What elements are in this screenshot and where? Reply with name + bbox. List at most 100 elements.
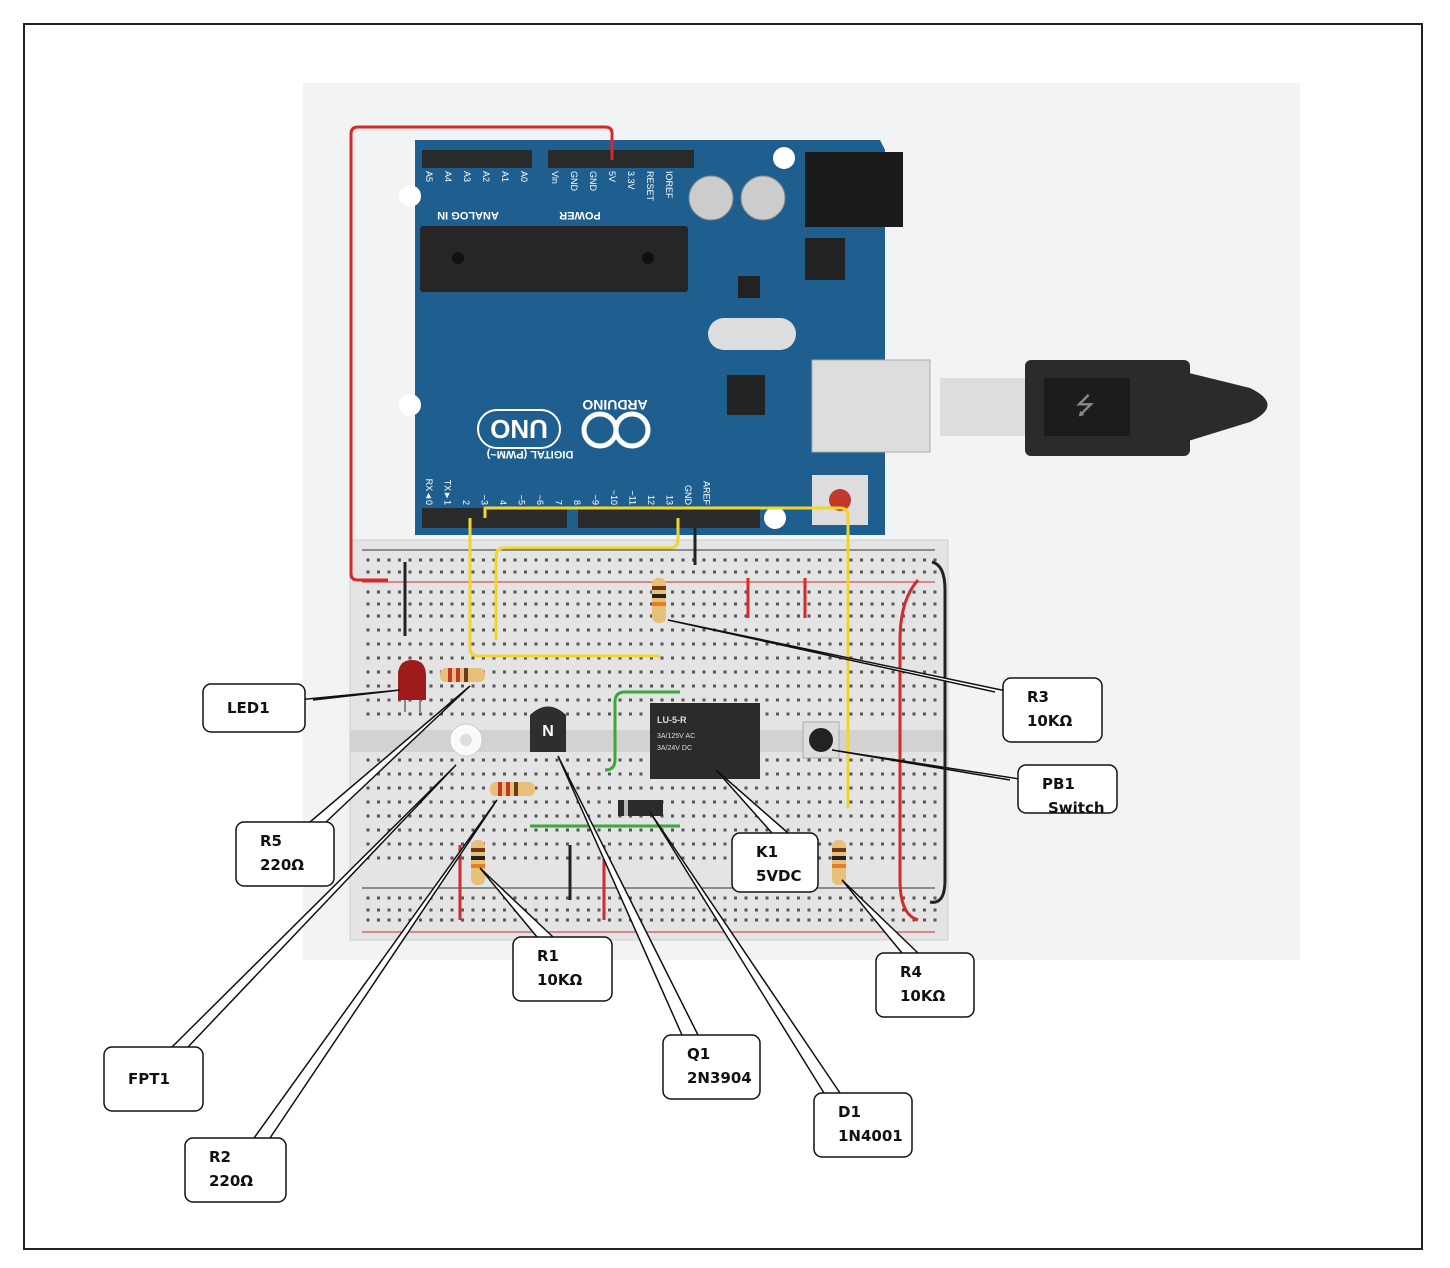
breadboard-hole — [923, 800, 926, 804]
breadboard-hole — [440, 896, 443, 900]
callout-label: D1 — [838, 1103, 861, 1121]
resistor-r1 — [471, 840, 485, 885]
breadboard-hole — [492, 698, 496, 702]
breadboard-hole — [902, 570, 905, 574]
pin-label: TX►1 — [443, 480, 453, 505]
breadboard-hole — [503, 614, 506, 618]
breadboard-hole — [902, 908, 905, 912]
breadboard-hole — [440, 656, 443, 660]
breadboard-hole — [681, 814, 685, 818]
breadboard-hole — [450, 712, 454, 716]
breadboard-hole — [429, 656, 433, 660]
breadboard-hole — [618, 670, 622, 674]
breadboard-hole — [765, 772, 769, 776]
breadboard-hole — [786, 590, 790, 594]
breadboard-hole — [881, 896, 884, 900]
breadboard-hole — [461, 642, 464, 646]
pin-label: A5 — [424, 171, 434, 182]
breadboard-hole — [681, 642, 685, 646]
breadboard-hole — [912, 712, 916, 716]
pin-label: 3.3V — [626, 171, 636, 190]
breadboard-hole — [755, 558, 758, 562]
breadboard-hole — [429, 814, 433, 818]
callout-label: Q1 — [687, 1045, 710, 1063]
wire-pin2 — [468, 518, 660, 658]
breadboard-hole — [702, 828, 706, 832]
breadboard-hole — [776, 590, 779, 594]
breadboard-hole — [891, 698, 895, 702]
breadboard-hole — [734, 828, 737, 832]
breadboard-hole — [881, 590, 884, 594]
breadboard-hole — [702, 908, 706, 912]
breadboard-hole — [891, 918, 895, 922]
breadboard-hole — [702, 918, 706, 922]
breadboard-hole — [482, 642, 485, 646]
breadboard-hole — [860, 758, 863, 762]
breadboard-hole — [377, 670, 380, 674]
breadboard-hole — [440, 628, 443, 632]
breadboard-hole — [933, 558, 937, 562]
breadboard-hole — [639, 642, 643, 646]
callout-label: K1 — [756, 843, 778, 861]
breadboard-hole — [881, 570, 884, 574]
breadboard-hole — [713, 786, 716, 790]
breadboard-hole — [450, 614, 454, 618]
breadboard-hole — [534, 698, 538, 702]
breadboard-hole — [555, 642, 559, 646]
breadboard-hole — [912, 896, 916, 900]
pin-label: RESET — [645, 171, 655, 202]
breadboard-hole — [818, 800, 821, 804]
breadboard-hole — [849, 614, 853, 618]
breadboard-hole — [723, 656, 727, 660]
breadboard-hole — [555, 590, 559, 594]
breadboard-hole — [440, 758, 443, 762]
breadboard-hole — [671, 602, 674, 606]
breadboard-hole — [545, 558, 548, 562]
wires — [349, 125, 947, 922]
breadboard-hole — [366, 602, 370, 606]
board-brand: ARDUINO — [582, 397, 647, 413]
breadboard-hole — [566, 670, 569, 674]
breadboard-hole — [849, 684, 853, 688]
breadboard-hole — [923, 590, 926, 594]
breadboard-hole — [629, 786, 632, 790]
breadboard-hole — [818, 828, 821, 832]
breadboard-hole — [839, 642, 842, 646]
breadboard-hole — [513, 602, 517, 606]
breadboard-hole — [807, 896, 811, 900]
breadboard-hole — [650, 828, 653, 832]
breadboard-hole — [828, 698, 832, 702]
breadboard-hole — [933, 570, 937, 574]
breadboard-hole — [545, 614, 548, 618]
breadboard-hole — [681, 614, 685, 618]
breadboard-hole — [450, 602, 454, 606]
breadboard-hole — [671, 642, 674, 646]
pin-label: 7 — [554, 500, 564, 505]
breadboard-hole — [398, 896, 401, 900]
breadboard-hole — [555, 842, 559, 846]
breadboard-hole — [419, 814, 422, 818]
breadboard-hole — [629, 570, 632, 574]
breadboard-hole — [860, 908, 863, 912]
breadboard-hole — [576, 670, 580, 674]
breadboard-hole — [818, 684, 821, 688]
breadboard-hole — [513, 842, 517, 846]
breadboard-hole — [933, 602, 937, 606]
breadboard-hole — [471, 814, 475, 818]
breadboard-hole — [513, 628, 517, 632]
breadboard-hole — [408, 758, 412, 762]
pin-label: A3 — [462, 171, 472, 182]
breadboard-hole — [450, 758, 454, 762]
breadboard-hole — [923, 570, 926, 574]
breadboard-hole — [503, 856, 506, 860]
breadboard-hole — [650, 670, 653, 674]
breadboard-hole — [807, 908, 811, 912]
breadboard-hole — [555, 614, 559, 618]
callout-box — [103, 1046, 204, 1112]
breadboard-hole — [744, 602, 748, 606]
breadboard-hole — [734, 896, 737, 900]
pin-label: 12 — [646, 495, 656, 505]
breadboard-hole — [776, 786, 779, 790]
resistor-r2 — [490, 782, 535, 796]
breadboard-hole — [576, 656, 580, 660]
